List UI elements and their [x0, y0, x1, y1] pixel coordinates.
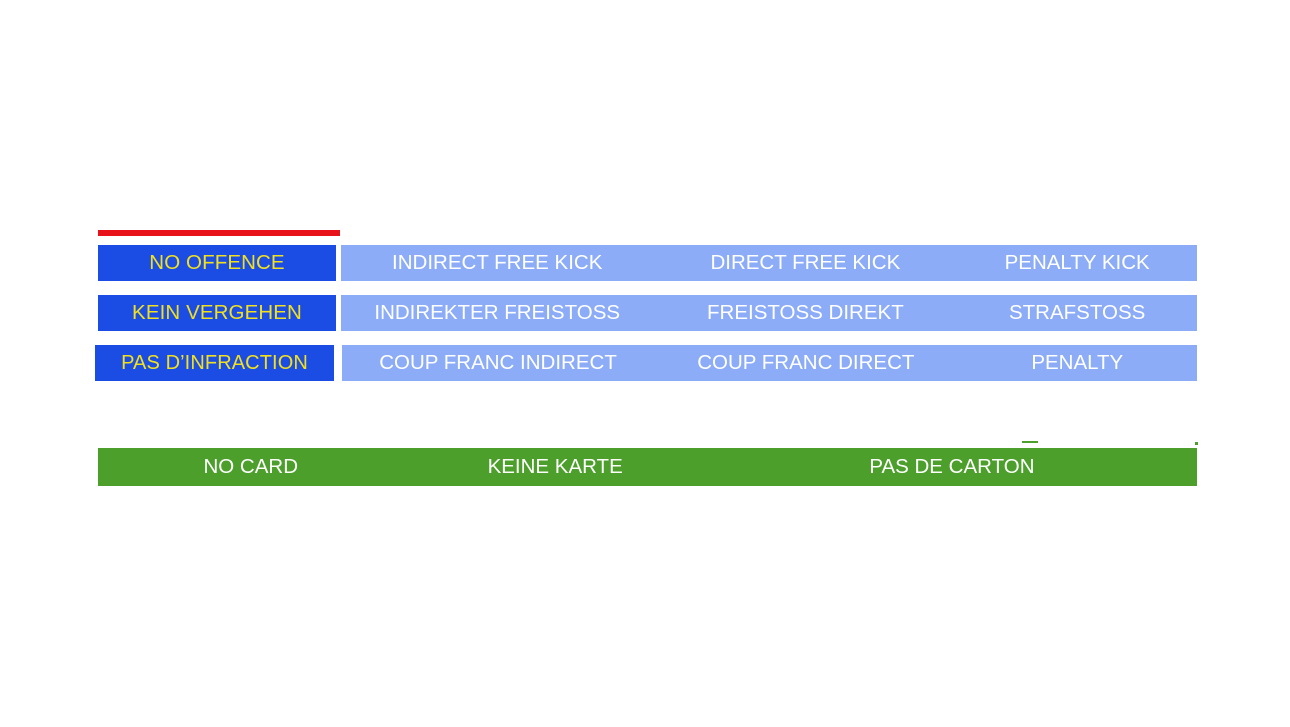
card-cell-keine-karte: KEINE KARTE: [487, 454, 623, 478]
restart-strip-english: INDIRECT FREE KICK DIRECT FREE KICK PENA…: [341, 245, 1197, 281]
restart-cell-indirekter-freistoss: INDIREKTER FREISTOSS: [374, 300, 621, 324]
restart-cell-indirect-free-kick: INDIRECT FREE KICK: [392, 250, 603, 274]
restart-cell-penalty-kick: PENALTY KICK: [1004, 250, 1150, 274]
offence-cell-german: KEIN VERGEHEN: [98, 295, 336, 331]
cell-gap: [334, 345, 342, 381]
restart-cell-freistoss-direkt: FREISTOSS DIREKT: [707, 300, 904, 324]
card-cell-no-card: NO CARD: [203, 454, 299, 478]
no-card-bar: NO CARD KEINE KARTE PAS DE CARTON: [98, 448, 1197, 486]
red-accent-rule: [98, 230, 340, 236]
language-row-french: PAS D’INFRACTION COUP FRANC INDIRECT COU…: [95, 345, 1197, 381]
language-row-english: NO OFFENCE INDIRECT FREE KICK DIRECT FRE…: [98, 245, 1197, 281]
restart-cell-direct-free-kick: DIRECT FREE KICK: [710, 250, 901, 274]
restart-cell-strafstoss: STRAFSTOSS: [1008, 300, 1146, 324]
offence-cell-french: PAS D’INFRACTION: [95, 345, 334, 381]
restart-cell-coup-franc-direct: COUP FRANC DIRECT: [697, 350, 915, 374]
restart-strip-german: INDIREKTER FREISTOSS FREISTOSS DIREKT ST…: [341, 295, 1197, 331]
restart-cell-coup-franc-indirect: COUP FRANC INDIRECT: [379, 350, 617, 374]
restart-strip-french: COUP FRANC INDIRECT COUP FRANC DIRECT PE…: [342, 345, 1197, 381]
restart-cell-penalty: PENALTY: [1031, 350, 1124, 374]
language-row-german: KEIN VERGEHEN INDIREKTER FREISTOSS FREIS…: [98, 295, 1197, 331]
green-dot-mark: [1195, 442, 1198, 445]
green-dash-mark: [1022, 441, 1038, 443]
card-cell-pas-de-carton: PAS DE CARTON: [869, 454, 1035, 478]
offence-cell-english: NO OFFENCE: [98, 245, 336, 281]
